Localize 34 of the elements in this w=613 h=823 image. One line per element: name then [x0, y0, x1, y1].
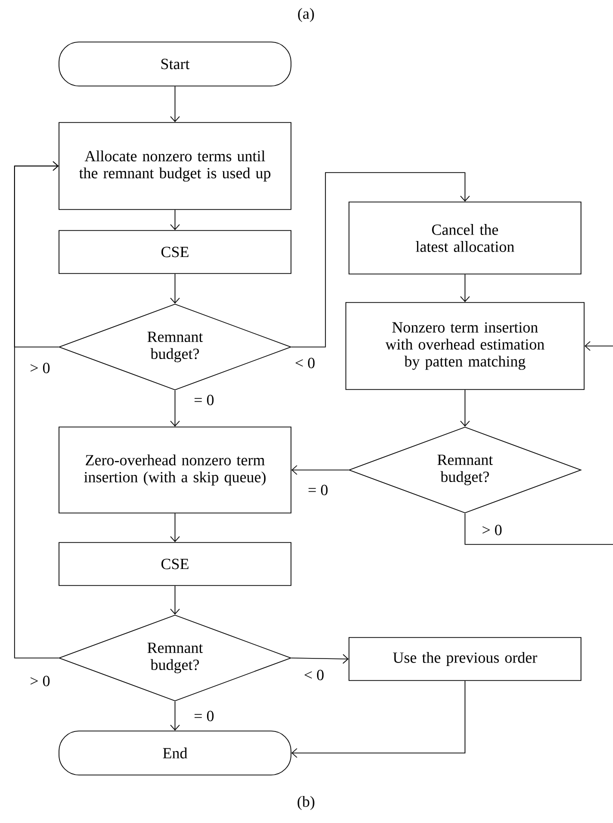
arrow — [170, 390, 180, 427]
terminal-box: Start — [58, 42, 292, 86]
arrow — [170, 274, 180, 304]
arrow — [170, 513, 180, 542]
edge-label: > 0 — [480, 524, 504, 536]
process-box: CSE — [58, 542, 292, 586]
arrow — [291, 680, 466, 758]
edge-label: > 0 — [28, 362, 52, 374]
arrow — [291, 654, 349, 664]
edge-label: = 0 — [192, 394, 216, 406]
process-box: Use the previous order — [348, 637, 582, 681]
arrow — [291, 465, 349, 475]
process-box: Cancel the latest allocation — [348, 202, 582, 274]
process-box: CSE — [58, 230, 292, 274]
process-box: Nonzero term insertion with overhead estimation by patten matching — [345, 302, 585, 390]
panel-label: (b) — [298, 796, 314, 810]
arrow — [464, 341, 613, 545]
process-box: Zero-overhead nonzero term insertion (with a skip queue) — [58, 426, 292, 514]
arrow — [170, 86, 180, 122]
panel-label: (a) — [298, 8, 314, 22]
arrow — [460, 390, 470, 427]
arrow — [170, 586, 180, 615]
edge-label: < 0 — [294, 356, 316, 370]
edge-label: = 0 — [306, 484, 330, 496]
arrow — [170, 701, 180, 731]
arrow — [291, 172, 470, 348]
arrow — [14, 161, 59, 658]
edge-label: = 0 — [192, 710, 216, 722]
process-box: Allocate nonzero terms until the remnant budget is used up — [58, 122, 292, 210]
arrow — [170, 210, 180, 230]
edge-label: < 0 — [302, 668, 326, 682]
edge-label: > 0 — [28, 674, 52, 688]
terminal-box: End — [58, 730, 292, 776]
arrow — [460, 274, 470, 302]
